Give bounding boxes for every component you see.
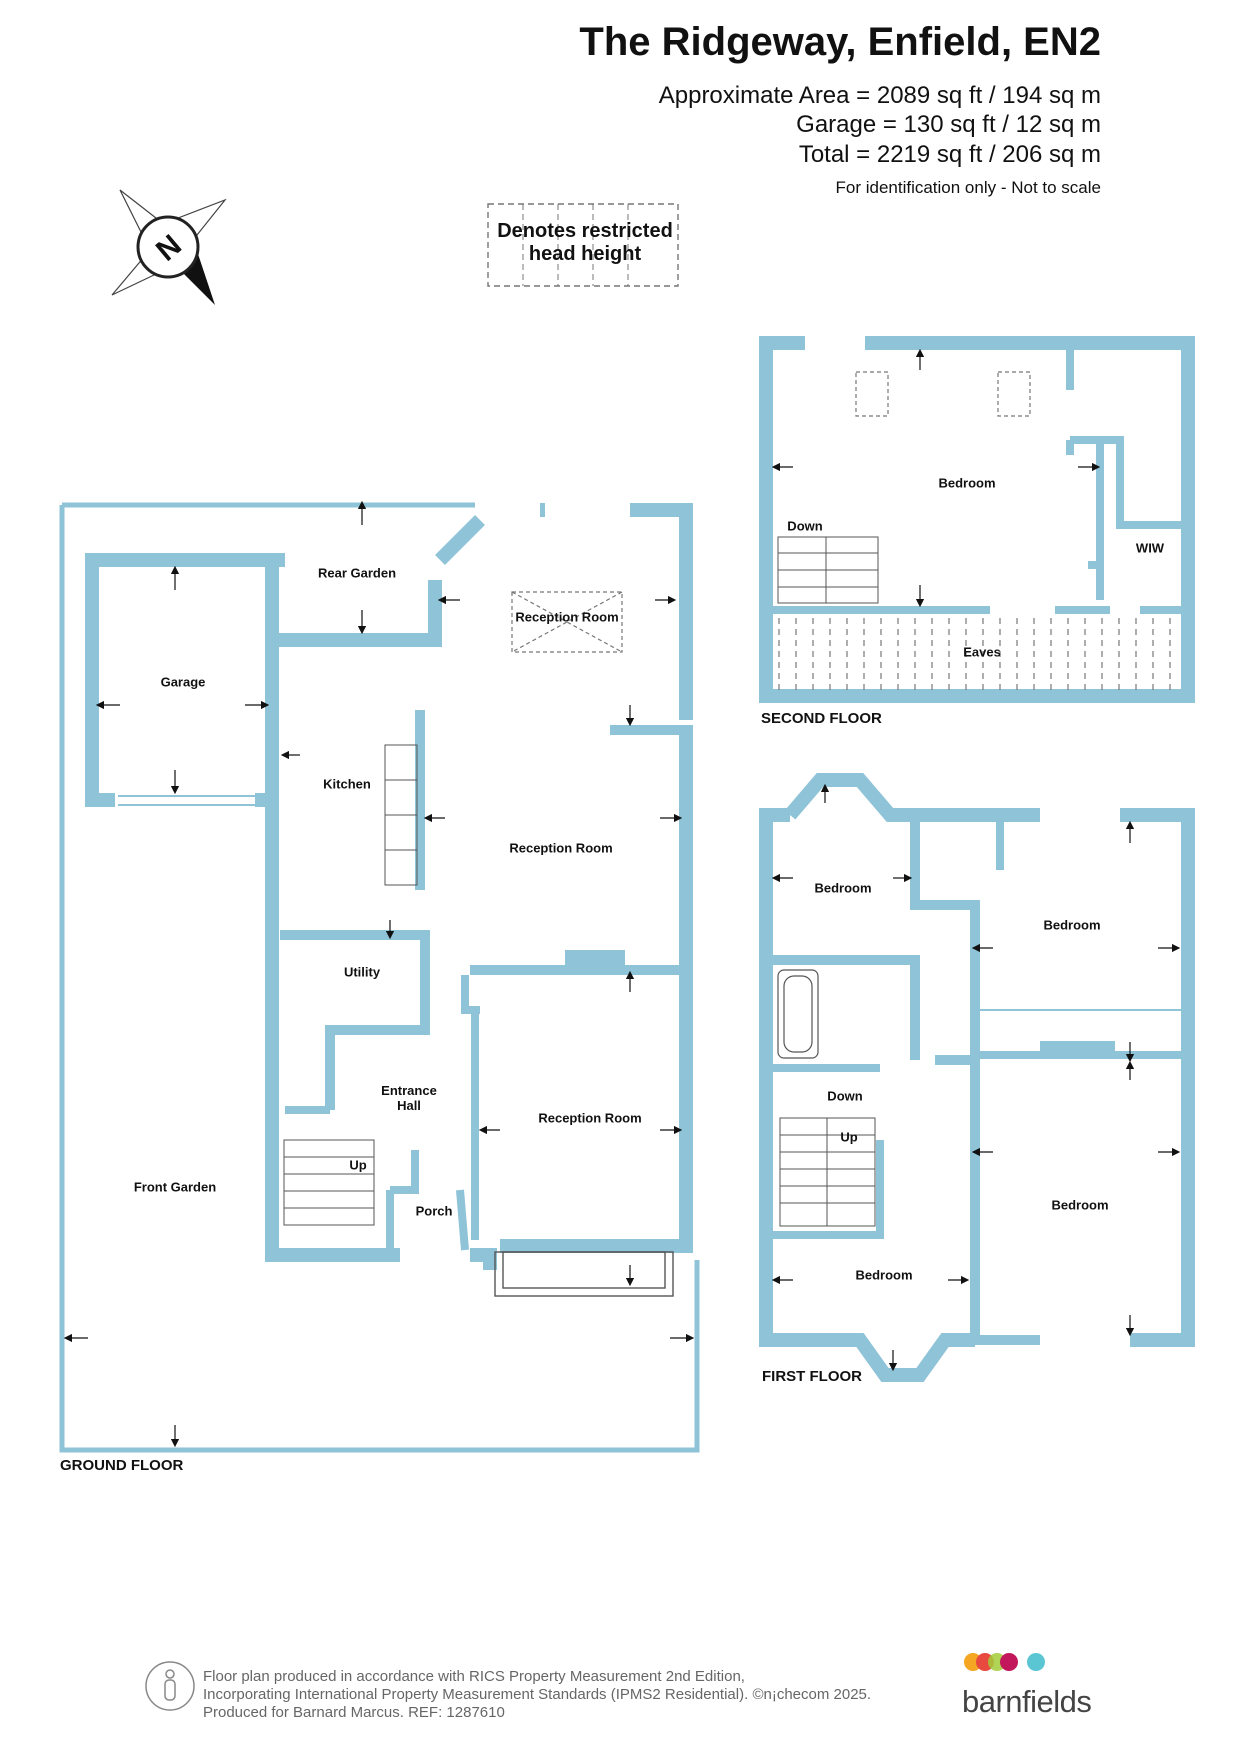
room-kitchen: Kitchen [323,776,371,792]
stairs-up-ground: Up [349,1157,367,1173]
room-reception-rear: Reception Room [515,609,619,625]
room-eaves: Eaves [963,644,1001,660]
brand-name: barnfields [962,1684,1092,1719]
room-garage: Garage [160,674,206,690]
dimension-arrows [63,348,1181,1448]
floor-label-second: SECOND FLOOR [761,710,882,727]
room-reception-mid: Reception Room [509,840,613,856]
room-wiw: WIW [1135,540,1165,556]
room-bedroom-second: Bedroom [938,475,996,491]
entrance-hall-line-1: Entrance [381,1083,437,1098]
footer-line-2: Incorporating International Property Mea… [203,1686,872,1703]
footer-disclaimer: Floor plan produced in accordance with R… [203,1668,871,1722]
legend-line-1: Denotes restricted [497,220,673,242]
room-bedroom-first-tr: Bedroom [1043,917,1101,933]
room-bedroom-first-tl: Bedroom [814,880,872,896]
barnfields-logo-icon [964,1653,1045,1671]
stairs-first [779,1117,876,1227]
room-bedroom-first-br: Bedroom [1051,1197,1109,1213]
legend-line-2: head height [528,243,642,265]
room-utility: Utility [343,964,381,980]
total-area: Total = 2219 sq ft / 206 sq m [798,141,1101,168]
rics-person-icon [145,1661,195,1711]
garage-area: Garage = 130 sq ft / 12 sq m [796,111,1101,138]
floor-label-first: FIRST FLOOR [762,1368,862,1385]
stairs-ground [283,744,418,1226]
restricted-height-legend [487,203,679,287]
restricted-height-legend-label: Denotes restricted head height [490,220,680,266]
second-floor-plan [759,336,1195,703]
stairs-down-first: Down [827,1088,863,1104]
floor-label-ground: GROUND FLOOR [60,1457,184,1474]
rooflight-icons [511,371,1031,653]
stairs-up-first: Up [840,1129,858,1145]
stairs-down-second: Down [787,518,823,534]
room-front-garden: Front Garden [133,1179,217,1195]
stairs-second [777,536,879,604]
ground-floor-plan [59,502,700,1453]
bathtub-icon [777,969,819,1059]
room-bedroom-first-bl: Bedroom [855,1267,913,1283]
eaves-hatch [778,618,1171,690]
footer-line-3: Produced for Barnard Marcus. REF: 128761… [203,1704,505,1721]
room-reception-front: Reception Room [538,1110,642,1126]
entrance-hall-line-2: Hall [397,1098,421,1113]
compass-icon: N [111,189,227,305]
first-floor-plan [759,773,1195,1382]
identification-note: For identification only - Not to scale [835,178,1101,197]
footer-line-1: Floor plan produced in accordance with R… [203,1668,745,1685]
room-rear-garden: Rear Garden [317,565,397,581]
approximate-area: Approximate Area = 2089 sq ft / 194 sq m [658,82,1101,109]
room-porch: Porch [415,1203,453,1219]
room-entrance-hall: Entrance Hall [381,1083,437,1113]
page-title: The Ridgeway, Enfield, EN2 [579,20,1101,64]
